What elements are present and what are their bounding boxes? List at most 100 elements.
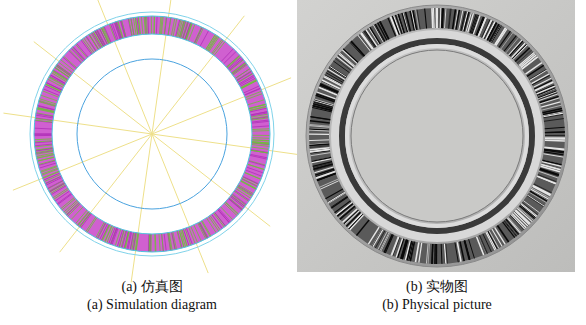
code-stripe: [34, 142, 52, 143]
code-stripe: [492, 229, 502, 246]
code-stripe: [385, 235, 393, 253]
code-stripe: [38, 160, 55, 165]
code-stripe: [180, 21, 185, 38]
code-stripe: [522, 203, 538, 215]
code-stripe: [213, 213, 224, 227]
code-stripe: [310, 149, 330, 151]
code-stripe: [388, 18, 396, 36]
code-stripe: [403, 13, 408, 32]
code-band: [319, 18, 555, 254]
code-stripe: [495, 28, 506, 45]
code-stripe: [328, 192, 345, 202]
code-stripe: [252, 130, 270, 132]
code-stripe: [150, 234, 151, 252]
code-stripe: [249, 104, 266, 109]
code-stripe: [373, 229, 383, 246]
code-stripe: [428, 244, 429, 264]
center-hole: [351, 50, 523, 222]
clear-track: [347, 46, 527, 226]
code-stripe: [370, 27, 380, 44]
code-stripe: [58, 194, 72, 205]
code-stripe: [348, 214, 362, 228]
code-stripe: [149, 234, 150, 252]
code-stripe: [356, 220, 369, 236]
code-stripe: [476, 237, 483, 256]
code-stripe: [36, 151, 54, 154]
code-stripe: [343, 49, 358, 63]
code-stripe: [251, 150, 269, 153]
code-stripe: [150, 234, 151, 252]
code-stripe: [35, 145, 53, 147]
code-stripe: [101, 224, 109, 240]
code-stripe: [73, 47, 85, 60]
code-stripe: [130, 232, 133, 250]
code-stripe: [545, 138, 565, 140]
code-stripe: [50, 75, 66, 84]
glass-disc: [306, 5, 568, 267]
code-stripe: [67, 203, 80, 215]
code-stripe: [309, 130, 329, 132]
code-stripe: [449, 9, 451, 29]
code-stripe: [127, 232, 131, 250]
caption-english: (a) Simulation diagram: [22, 296, 282, 314]
code-stripe: [320, 179, 338, 187]
code-stripe: [168, 233, 171, 251]
code-stripe: [110, 228, 116, 245]
code-stripe: [34, 134, 52, 135]
code-stripe: [93, 32, 102, 48]
code-stripe: [425, 9, 427, 29]
code-stripe: [342, 50, 357, 63]
code-stripe: [529, 192, 546, 202]
code-stripe: [242, 178, 258, 186]
code-stripe: [378, 23, 387, 41]
code-stripe: [533, 185, 551, 194]
code-stripe: [76, 44, 88, 58]
code-stripe: [321, 181, 339, 189]
code-stripe: [136, 233, 138, 251]
code-stripe: [431, 244, 433, 264]
code-stripe: [98, 223, 106, 239]
code-stripe: [212, 214, 223, 228]
code-stripe: [391, 237, 398, 256]
code-stripe: [511, 43, 525, 57]
code-stripe: [496, 29, 507, 46]
code-stripe: [545, 131, 565, 133]
code-stripe: [319, 87, 337, 95]
code-stripe: [246, 93, 263, 99]
code-stripe: [146, 16, 148, 34]
code-stripe: [122, 231, 127, 248]
code-stripe: [135, 17, 138, 35]
code-stripe: [112, 228, 118, 245]
code-stripe: [544, 147, 564, 149]
code-stripe: [310, 121, 330, 123]
code-stripe: [46, 82, 62, 90]
code-stripe: [207, 36, 217, 51]
code-stripe: [537, 88, 556, 95]
code-stripe: [309, 129, 329, 130]
code-stripe: [252, 137, 270, 139]
code-stripe: [336, 202, 352, 214]
code-stripe: [537, 176, 556, 183]
code-stripe: [252, 128, 270, 130]
code-stripe: [34, 135, 52, 136]
code-stripe: [116, 22, 122, 39]
code-stripe: [56, 66, 71, 76]
code-stripe: [155, 234, 157, 252]
code-stripe: [195, 27, 203, 43]
code-stripe: [511, 42, 525, 57]
code-stripe: [46, 177, 62, 185]
code-stripe: [49, 77, 65, 86]
code-stripe: [71, 48, 83, 61]
code-stripe: [87, 217, 97, 232]
code-stripe: [309, 129, 329, 130]
code-stripe: [309, 133, 329, 135]
code-stripe: [464, 240, 469, 259]
code-stripe: [161, 17, 163, 35]
code-stripe: [351, 41, 364, 56]
code-stripe: [37, 107, 55, 111]
code-stripe: [379, 22, 388, 40]
code-stripe: [148, 234, 150, 252]
code-stripe: [35, 120, 53, 122]
code-stripe: [542, 105, 561, 110]
code-stripe: [328, 69, 345, 79]
